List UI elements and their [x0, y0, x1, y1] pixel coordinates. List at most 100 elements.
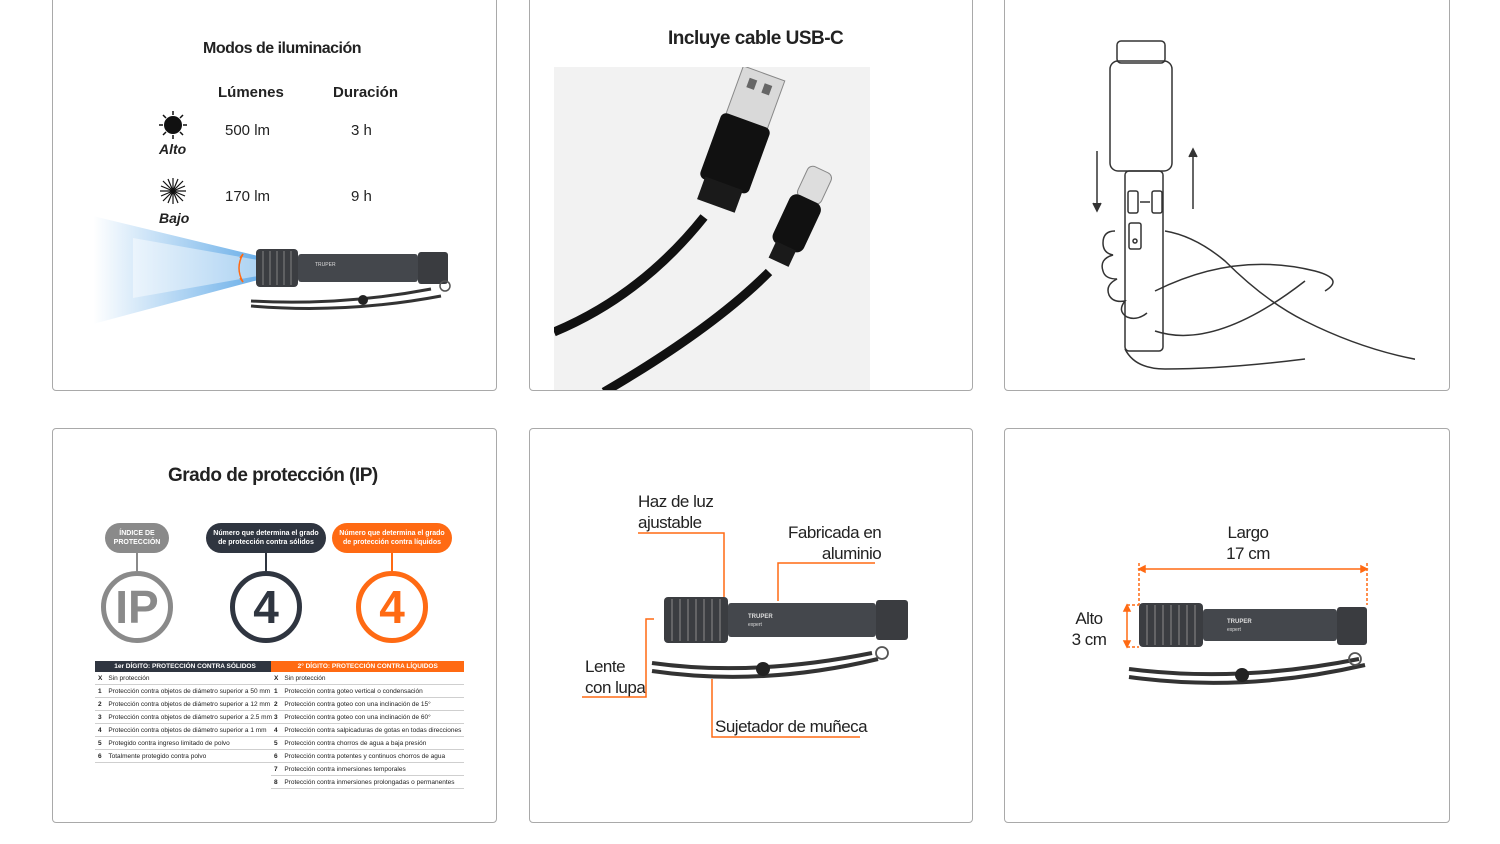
description-cell: Protección contra objetos de diámetro su… [105, 723, 276, 737]
digit-cell: 6 [271, 749, 282, 763]
column-header-duration: Duración [333, 84, 399, 101]
description-cell: Protección contra objetos de diámetro su… [105, 697, 276, 711]
description-cell: Protección contra goteo con una inclinac… [281, 697, 465, 711]
ring-solids-digit: 4 [230, 571, 302, 643]
duration-high: 3 h [351, 122, 372, 139]
label-height-line1: Alto [1075, 609, 1103, 628]
flashlight-beam-illustration: TRUPER [93, 216, 451, 324]
description-cell: Protección contra inmersiones temporales [281, 762, 465, 776]
brand-logo-sub: expert [748, 622, 763, 628]
label-lens-line1: Lente [585, 657, 626, 676]
description-cell: Protegido contra ingreso limitado de pol… [105, 736, 276, 750]
digit-cell: 4 [271, 723, 282, 737]
brand-logo: TRUPER [1227, 619, 1252, 625]
digit-cell: 3 [95, 710, 106, 724]
brand-logo-sub: expert [1227, 627, 1242, 633]
description-cell: Protección contra potentes y continuos c… [281, 749, 465, 763]
label-height-line2: 3 cm [1071, 630, 1107, 649]
panel-usb-cable: Incluye cable USB-C [529, 0, 973, 391]
label-height: Alto 3 cm [1065, 608, 1113, 650]
description-cell: Protección contra chorros de agua a baja… [281, 736, 465, 750]
digit-cell: 1 [271, 684, 282, 698]
brand-logo: TRUPER [748, 614, 773, 620]
panel-illumination-modes: Modos de iluminación Lúmenes Duración Al… [52, 0, 497, 391]
connector-line [136, 553, 138, 571]
brand-logo: TRUPER [315, 262, 336, 268]
description-cell: Protección contra inmersiones prolongada… [281, 775, 465, 789]
description-cell: Protección contra salpicaduras de gotas … [281, 723, 465, 737]
digit-cell: X [271, 672, 282, 685]
digit-cell: 5 [95, 736, 106, 750]
panel-title: Grado de protección (IP) [168, 465, 378, 486]
digit-cell: 1 [95, 684, 106, 698]
panel-ip-rating: Grado de protección (IP) ÍNDICE DE PROTE… [52, 428, 497, 823]
description-cell: Sin protección [105, 672, 276, 685]
bubble-index: ÍNDICE DE PROTECCIÓN [105, 523, 169, 553]
bubble-solids: Número que determina el grado de protecc… [206, 523, 326, 553]
digit-cell: 4 [95, 723, 106, 737]
bubble-liquids: Número que determina el grado de protecc… [332, 523, 452, 553]
table-header-liquids: 2° DÍGITO: PROTECCIÓN CONTRA LÍQUIDOS [271, 661, 465, 672]
table-header-solids: 1er DÍGITO: PROTECCIÓN CONTRA SÓLIDOS [95, 661, 276, 672]
sun-high-icon [159, 111, 187, 139]
panel-dimensions: Largo 17 cm Alto 3 cm TRUPER [1004, 428, 1450, 823]
label-beam-line2: ajustable [638, 513, 702, 532]
description-cell: Protección contra goteo con una inclinac… [281, 710, 465, 724]
label-beam: Haz de luz ajustable [638, 491, 714, 533]
label-length-line2: 17 cm [1226, 544, 1270, 563]
label-length-line1: Largo [1227, 523, 1269, 542]
label-aluminum-line1: Fabricada en [788, 523, 882, 542]
digit-cell: 2 [271, 697, 282, 711]
label-beam-line1: Haz de luz [638, 492, 714, 511]
starburst-low-icon [160, 178, 186, 204]
ring-ip: IP [101, 571, 173, 643]
digit-cell: 2 [95, 697, 106, 711]
description-cell: Protección contra objetos de diámetro su… [105, 710, 276, 724]
label-strap: Sujetador de muñeca [715, 717, 868, 736]
connector-line [265, 553, 267, 571]
label-aluminum-line2: aluminio [821, 544, 882, 563]
panel-title: Modos de iluminación [203, 40, 362, 57]
connector-line [391, 553, 393, 571]
ring-liquids-digit: 4 [356, 571, 428, 643]
digit-cell: 7 [271, 762, 282, 776]
hand-flashlight-illustration [1092, 40, 1415, 370]
label-lens: Lente con lupa [585, 656, 646, 698]
digit-cell: X [95, 672, 106, 685]
panel-hand-usage [1004, 0, 1450, 391]
digit-cell: 3 [271, 710, 282, 724]
description-cell: Protección contra objetos de diámetro su… [105, 684, 276, 698]
description-cell: Totalmente protegido contra polvo [105, 749, 276, 763]
duration-low: 9 h [351, 188, 372, 205]
column-header-lumens: Lúmenes [218, 84, 284, 101]
flashlight-dimensions-illustration: TRUPER expert [1122, 563, 1369, 685]
digit-cell: 8 [271, 775, 282, 789]
digit-cell: 6 [95, 749, 106, 763]
lumens-high: 500 lm [225, 122, 271, 139]
label-length: Largo 17 cm [1223, 522, 1273, 564]
label-lens-line2: con lupa [585, 678, 646, 697]
description-cell: Protección contra goteo vertical o conde… [281, 684, 465, 698]
panel-title: Incluye cable USB-C [668, 28, 844, 49]
description-cell: Sin protección [281, 672, 465, 685]
digit-cell: 5 [271, 736, 282, 750]
mode-label-low: Bajo [159, 210, 190, 226]
